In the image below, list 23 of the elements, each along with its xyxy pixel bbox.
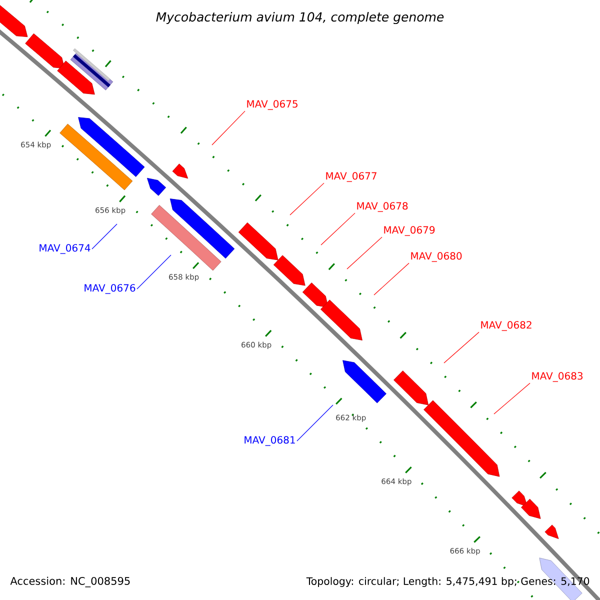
footer-text: Accession: NC_008595 [10,576,130,588]
gene-label: MAV_0676 [84,284,136,294]
title: Mycobacterium avium 104, complete genome [156,12,444,24]
gene-label: MAV_0680 [411,252,462,262]
gene-label: MAV_0681 [244,436,295,446]
gene-label: MAV_0679 [384,226,435,236]
gene-label: MAV_0678 [357,202,408,212]
leader-line [494,382,530,414]
gene-label: MAV_0683 [532,372,583,382]
leader-line [346,236,382,270]
leader-line [444,332,480,364]
leader-line [320,212,356,246]
leader-line [374,262,410,296]
gene-label: MAV_0674 [40,244,90,254]
leader-line [290,182,324,216]
leader-line [92,224,118,250]
gene-label: MAV_0677 [326,172,376,182]
gene-label: MAV_0682 [481,321,532,331]
footer-text: Topology: circular; Length: 5,475,491 bp; Genes: 5,170 [306,577,590,587]
leader-line [136,254,172,290]
leader-line [296,404,334,442]
gene-label: MAV_0675 [247,100,298,110]
leader-line [212,110,246,146]
